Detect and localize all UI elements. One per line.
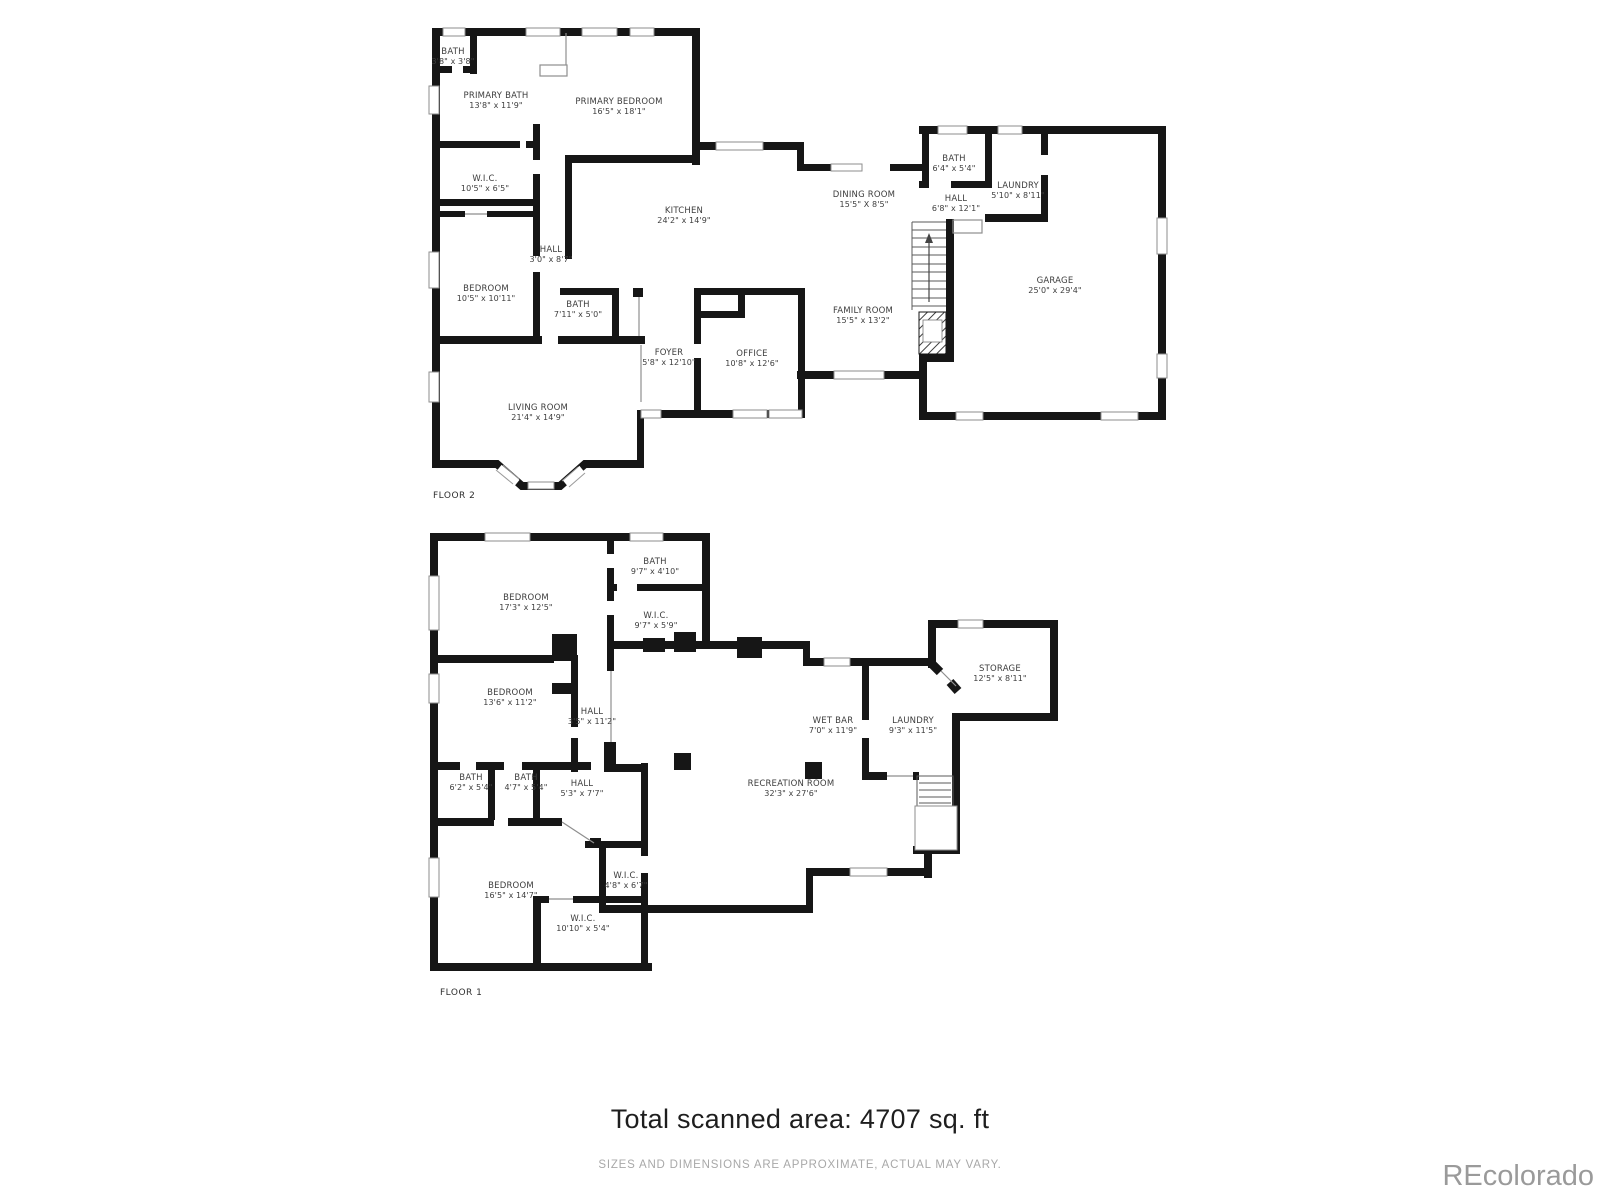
disclaimer-text: SIZES AND DIMENSIONS ARE APPROXIMATE, AC… xyxy=(598,1159,1002,1171)
floor-caption-floor-1: FLOOR 1 xyxy=(440,988,483,998)
room-label-w-i-c-: W.I.C.10'5" x 6'5" xyxy=(460,174,510,193)
room-label-w-i-c-: W.I.C.9'7" x 5'9" xyxy=(634,611,678,630)
recolorado-watermark: REcolorado xyxy=(1442,1160,1594,1192)
floor2-stairs xyxy=(911,221,946,310)
room-label-w-i-c-: W.I.C.4'8" x 6'7" xyxy=(604,871,648,890)
room-label-w-i-c-: W.I.C.10'10" x 5'4" xyxy=(556,914,610,933)
floor2-plan xyxy=(428,27,1168,490)
floor1-plan xyxy=(428,213,1058,971)
stairs-up-arrow-icon xyxy=(925,233,933,243)
floor-caption-floor-2: FLOOR 2 xyxy=(433,491,476,501)
total-area-text: Total scanned area: 4707 sq. ft xyxy=(610,1104,990,1134)
